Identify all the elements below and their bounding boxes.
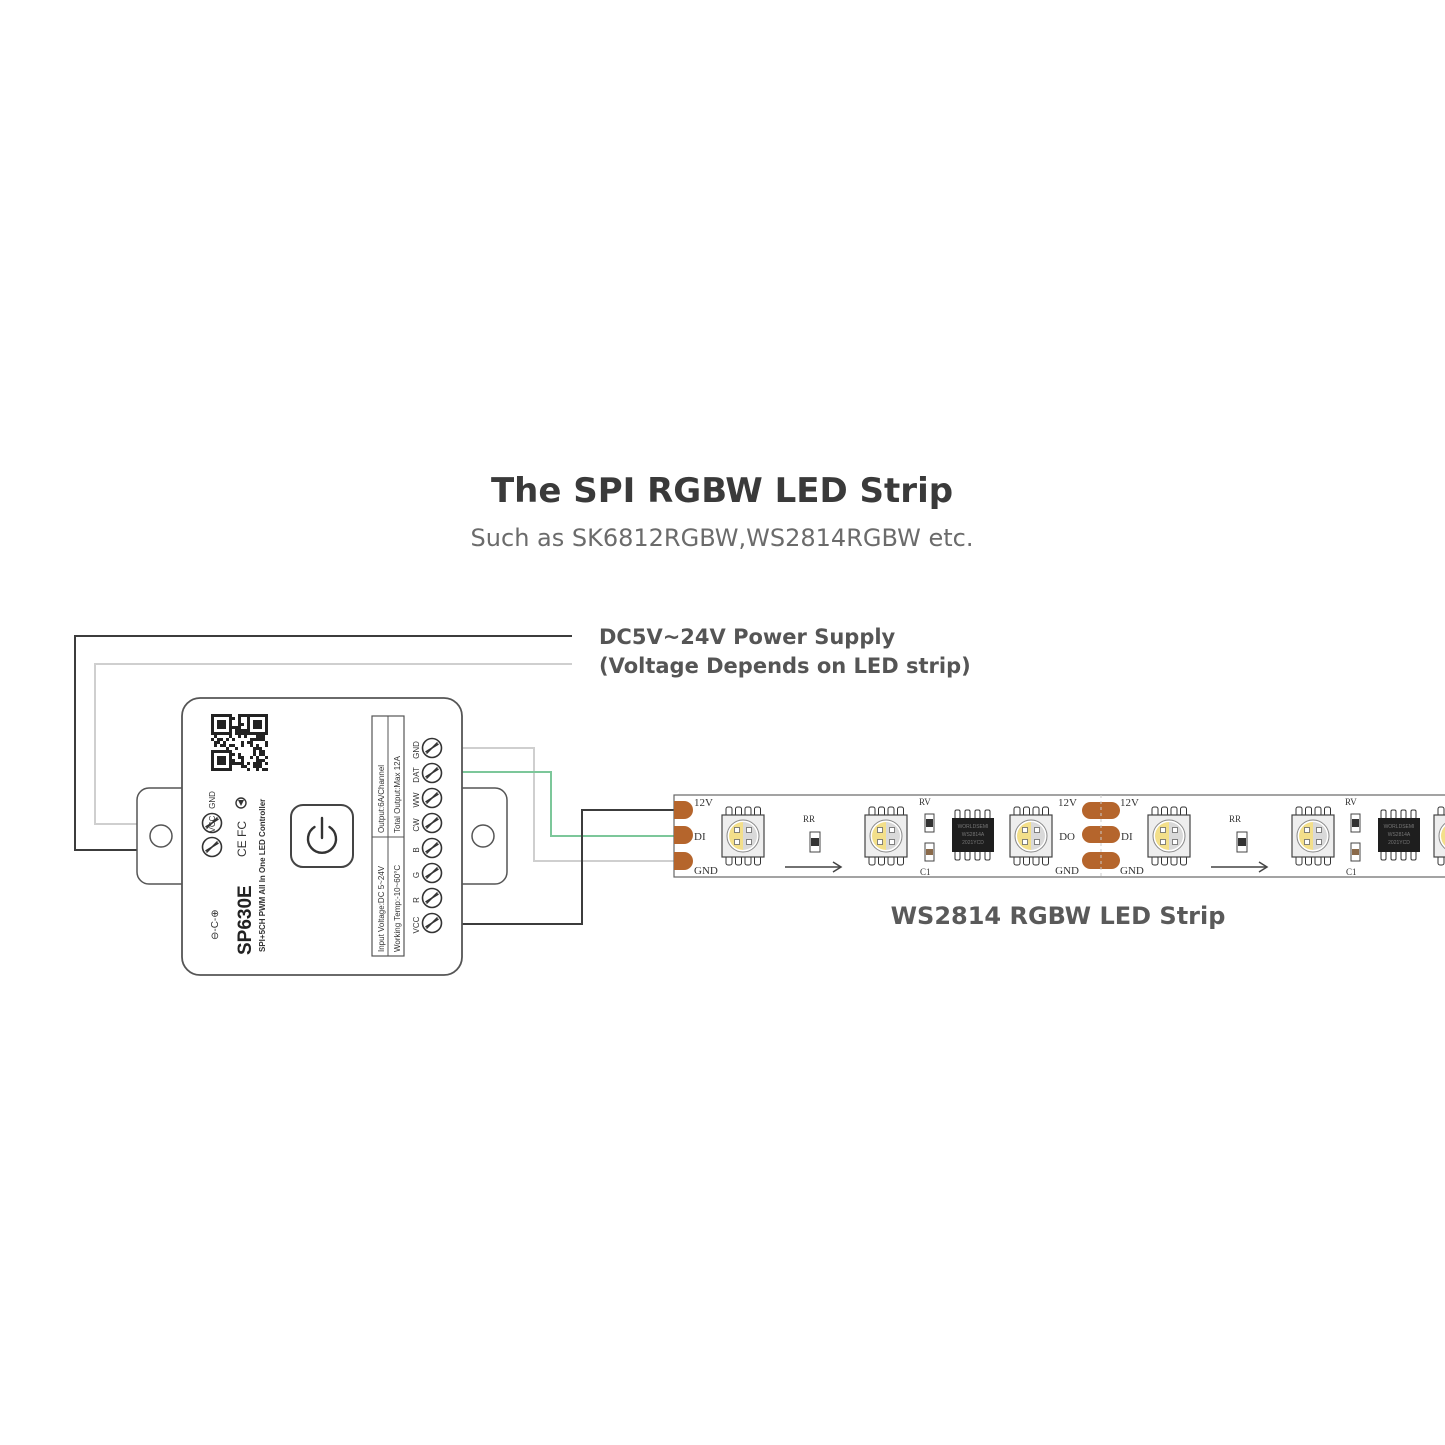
output-terminal-label: VCC <box>412 916 421 933</box>
pad-label-12v: 12V <box>694 797 713 809</box>
solder-pads-cut-point <box>1082 802 1120 869</box>
rgbw-led <box>1433 806 1445 866</box>
wire-vcc <box>462 809 677 925</box>
svg-text:2021YCD: 2021YCD <box>962 840 984 846</box>
output-terminal-label: CW <box>412 818 421 832</box>
output-terminal-block: GND DAT WW CW B G R VCC <box>412 737 443 934</box>
output-terminal-label: DAT <box>412 767 421 783</box>
qr-code <box>211 714 268 771</box>
output-terminal-screw <box>421 762 443 784</box>
input-terminal-label: VCC <box>208 815 217 832</box>
power-supply-note: (Voltage Depends on LED strip) <box>599 654 971 678</box>
svg-text:WORLDSEMI: WORLDSEMI <box>958 824 989 830</box>
output-terminal-screw <box>421 837 443 859</box>
ic-chip: WORLDSEMI WS2814A 2021YCD <box>1378 809 1420 861</box>
input-terminal-screw <box>201 812 223 834</box>
pad-label-gnd-in: GND <box>1120 865 1144 877</box>
rgbw-led <box>1147 806 1191 866</box>
pad-label-di: DI <box>694 831 706 843</box>
power-icon <box>306 816 338 855</box>
pad-label-12v-out: 12V <box>1058 797 1077 809</box>
solder-pads-left <box>674 801 693 870</box>
input-terminal-label: GND <box>208 791 217 809</box>
spec-working-temp: Working Temp:-10~60°C <box>393 865 402 952</box>
cert-marks: CE FC <box>235 821 249 857</box>
pad-label-di-in: DI <box>1121 831 1133 843</box>
recycle-icon <box>235 797 247 809</box>
power-wire-positive <box>74 635 572 851</box>
controller-description: SPI+5CH PWM All In One LED Controller <box>258 799 267 952</box>
svg-text:WS2814A: WS2814A <box>1388 832 1411 838</box>
pad-label-12v-in: 12V <box>1120 797 1139 809</box>
resistor-label: RR <box>803 814 815 824</box>
output-terminal-label: B <box>412 847 421 852</box>
ic-chip: WORLDSEMI WS2814A 2021YCD <box>952 809 994 861</box>
rv-label: RV <box>919 797 931 807</box>
resistor-body <box>1238 838 1246 846</box>
polarity-icon: ⊖-C-⊕ <box>210 909 221 940</box>
controller-model: SP630E <box>235 885 256 955</box>
capacitor-label: C1 <box>1346 867 1357 877</box>
wire-gnd <box>462 747 677 862</box>
output-terminal-label: GND <box>412 741 421 759</box>
spec-input-voltage: Input Voltage:DC 5~24V <box>377 865 386 952</box>
output-terminal-label: R <box>412 897 421 903</box>
svg-text:WS2814A: WS2814A <box>962 832 985 838</box>
input-terminal-screw <box>201 836 223 858</box>
mount-hole-right <box>471 824 495 848</box>
pad-label-gnd: GND <box>694 865 718 877</box>
spec-total-output: Total Output:Max 12A <box>393 755 402 833</box>
spec-output: Output:6A/Channel <box>377 765 386 833</box>
resistor-label: RR <box>1229 814 1241 824</box>
output-terminal-label: G <box>412 872 421 878</box>
rgbw-led <box>721 806 765 866</box>
diagram-title: The SPI RGBW LED Strip <box>491 471 953 511</box>
direction-arrow-icon <box>785 861 843 873</box>
svg-text:2021YCD: 2021YCD <box>1388 840 1410 846</box>
output-terminal-screw <box>421 862 443 884</box>
output-terminal-screw <box>421 887 443 909</box>
rgbw-led <box>1009 806 1053 866</box>
mount-hole-left <box>149 824 173 848</box>
direction-arrow-icon <box>1211 861 1269 873</box>
diagram-subtitle: Such as SK6812RGBW,WS2814RGBW etc. <box>471 524 974 552</box>
svg-text:WORLDSEMI: WORLDSEMI <box>1384 824 1415 830</box>
rgbw-led <box>864 806 908 866</box>
rgbw-led <box>1291 806 1335 866</box>
capacitor-label: C1 <box>920 867 931 877</box>
output-terminal-screw <box>421 787 443 809</box>
output-terminal-screw <box>421 812 443 834</box>
output-terminal-screw <box>421 912 443 934</box>
strip-label: WS2814 RGBW LED Strip <box>891 902 1226 930</box>
output-terminal-label: WW <box>412 792 421 808</box>
led-strip: 12V DI GND 12V DO GND 12V DI GND RR RR R… <box>673 794 1445 878</box>
pad-label-do: DO <box>1059 831 1075 843</box>
input-terminal-block: GND VCC <box>201 791 223 858</box>
pad-label-gnd-out: GND <box>1055 865 1079 877</box>
rv-label: RV <box>1345 797 1357 807</box>
wire-data <box>462 771 677 837</box>
output-terminal-screw <box>421 737 443 759</box>
power-supply-label: DC5V~24V Power Supply <box>599 625 896 649</box>
resistor-body <box>811 838 819 846</box>
